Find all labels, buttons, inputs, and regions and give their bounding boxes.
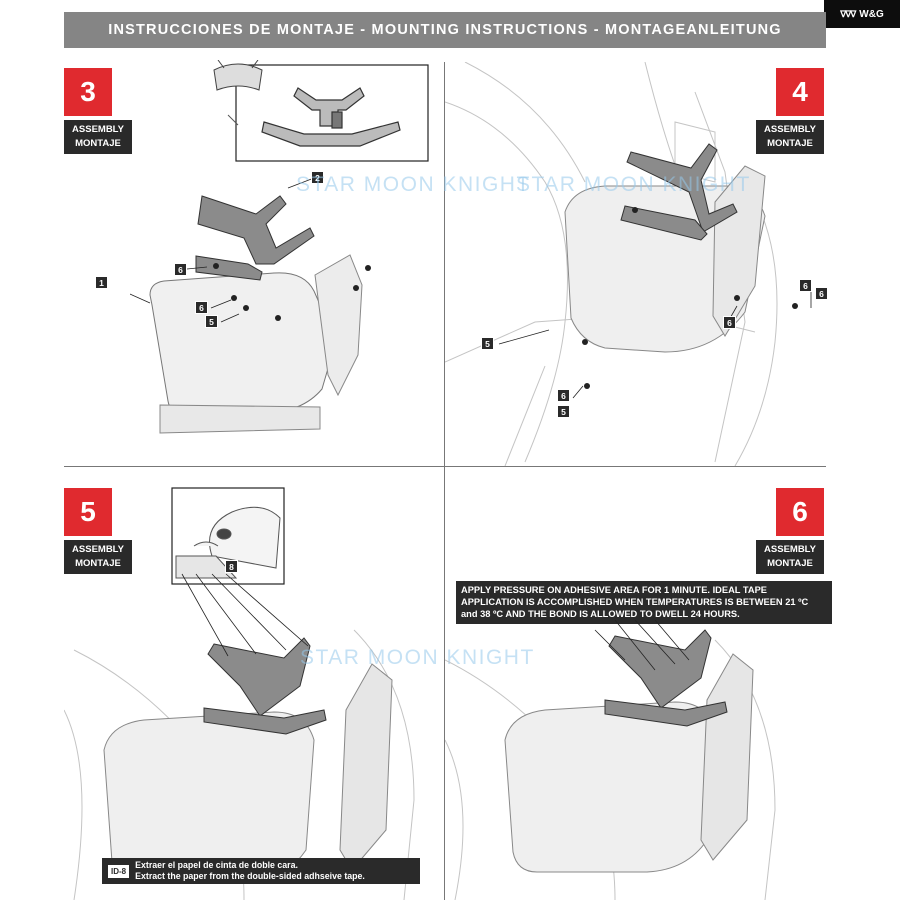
step-label-es: MONTAJE xyxy=(75,558,121,569)
step-3-illustration xyxy=(130,60,429,434)
hand-peeling-icon xyxy=(175,506,281,579)
callout-6: 6 xyxy=(723,316,736,329)
brand-name: W&G xyxy=(859,8,884,20)
panel-divider-vertical xyxy=(444,62,445,900)
brand-mark-icon: ∇∇∇ xyxy=(840,8,856,19)
upper-bracket xyxy=(203,637,327,735)
caption-text: Extraer el papel de cinta de doble cara.… xyxy=(135,860,365,882)
upper-bracket xyxy=(195,195,315,281)
adhesive-leader-lines xyxy=(594,620,690,671)
step-number: 4 xyxy=(776,68,824,116)
adhesive-notice: APPLY PRESSURE ON ADHESIVE AREA FOR 1 MI… xyxy=(456,581,832,625)
panel-divider-horizontal xyxy=(64,466,826,467)
headlight-guard-panel xyxy=(149,272,337,414)
step-label-en: ASSEMBLY xyxy=(764,544,816,555)
callout-6: 6 xyxy=(174,263,187,276)
upper-bracket xyxy=(620,143,738,241)
callout-6: 6 xyxy=(799,279,812,292)
callout-6: 5 xyxy=(481,337,494,350)
step-5-illustration xyxy=(64,487,415,900)
guard-side-wing xyxy=(339,663,393,871)
step-4-badge: 4 ASSEMBLY MONTAJE xyxy=(756,68,824,154)
step-label: ASSEMBLY MONTAJE xyxy=(64,540,132,574)
step-label-es: MONTAJE xyxy=(767,558,813,569)
guard-side-wing xyxy=(314,254,363,397)
step-label-es: MONTAJE xyxy=(75,138,121,149)
callout-5: 5 xyxy=(205,315,218,328)
watermark: STAR MOON KNIGHT xyxy=(516,173,751,196)
step-6-badge: 6 ASSEMBLY MONTAJE xyxy=(756,488,824,574)
watermark: STAR MOON KNIGHT xyxy=(296,173,531,196)
headlight-guard-panel xyxy=(504,701,716,873)
guard-side-wing xyxy=(700,653,754,861)
adhesive-leader-lines xyxy=(181,573,309,657)
caption-id-badge: ID-8 xyxy=(108,864,130,878)
callout-5: 5 xyxy=(557,405,570,418)
upper-bracket xyxy=(604,629,728,727)
brand-logo: ∇∇∇ W&G xyxy=(824,0,900,28)
step-label: ASSEMBLY MONTAJE xyxy=(64,120,132,154)
step-label: ASSEMBLY MONTAJE xyxy=(756,540,824,574)
callout-1: 1 xyxy=(95,276,108,289)
step-label: ASSEMBLY MONTAJE xyxy=(756,120,824,154)
callout-6: 6 xyxy=(195,301,208,314)
step-label-en: ASSEMBLY xyxy=(72,124,124,135)
step-label-en: ASSEMBLY xyxy=(72,544,124,555)
step-5-badge: 5 ASSEMBLY MONTAJE xyxy=(64,488,132,574)
guard-lower-lip xyxy=(159,404,321,434)
step-label-en: ASSEMBLY xyxy=(764,124,816,135)
step-number: 5 xyxy=(64,488,112,536)
callout-6: 6 xyxy=(557,389,570,402)
caption-line-en: Extract the paper from the double-sided … xyxy=(135,871,365,881)
callout-8: 8 xyxy=(225,560,238,573)
step-4-illustration xyxy=(445,62,812,466)
caption-line-es: Extraer el papel de cinta de doble cara. xyxy=(135,860,298,870)
step-3-badge: 3 ASSEMBLY MONTAJE xyxy=(64,68,132,154)
page-title: INSTRUCCIONES DE MONTAJE - MOUNTING INST… xyxy=(64,12,826,48)
inset-bracket xyxy=(261,87,401,147)
watermark: STAR MOON KNIGHT xyxy=(300,646,535,669)
bolt-group xyxy=(213,263,371,321)
instruction-caption: ID-8 Extraer el papel de cinta de doble … xyxy=(102,858,420,884)
step-number: 3 xyxy=(64,68,112,116)
callout-2: 2 xyxy=(311,171,324,184)
clamp-ring-icon xyxy=(213,60,263,91)
callout-6: 6 xyxy=(815,287,828,300)
step-6-illustration xyxy=(445,620,776,900)
headlight-guard-panel xyxy=(103,711,315,883)
bolt-group xyxy=(582,207,798,389)
step-number: 6 xyxy=(776,488,824,536)
step-label-es: MONTAJE xyxy=(767,138,813,149)
